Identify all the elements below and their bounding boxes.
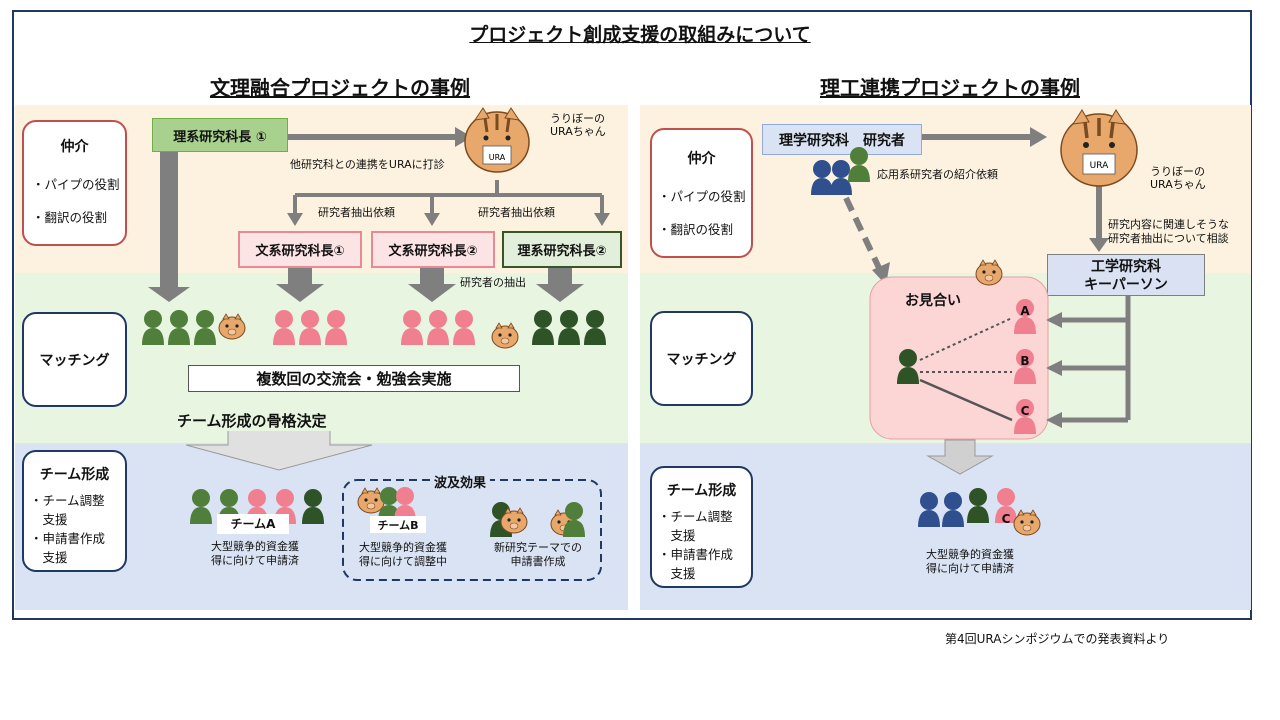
ura-badge-left: URA bbox=[489, 153, 506, 162]
omiai-box bbox=[869, 276, 1049, 440]
role-item: ・申請書作成 bbox=[658, 547, 734, 562]
omiai-label: お見合い bbox=[905, 293, 961, 309]
boar-icon bbox=[975, 259, 1003, 286]
ura-badge-right: URA bbox=[1090, 161, 1109, 171]
people-humanities-2 bbox=[401, 310, 475, 345]
team-a-label: チームA bbox=[230, 517, 276, 531]
extract-req-1: 研究者抽出依頼 bbox=[318, 206, 395, 219]
eng-keyperson: 工学研究科 キーパーソン bbox=[1047, 254, 1205, 296]
consult-label: 研究内容に関連しそうな 研究者抽出について相談 bbox=[1108, 218, 1229, 245]
arrow-head bbox=[148, 287, 190, 302]
researcher-icon bbox=[848, 147, 870, 182]
role-item: 支援 bbox=[30, 512, 68, 527]
exchange-meetings: 複数回の交流会・勉強会実施 bbox=[188, 365, 520, 392]
ripple-label: 波及効果 bbox=[430, 472, 491, 491]
role-item: ・パイプの役割 bbox=[32, 177, 120, 192]
humanities-dean-1: 文系研究科長① bbox=[238, 231, 362, 268]
skeleton-label: チーム形成の骨格決定 bbox=[173, 410, 331, 431]
role-item: 支援 bbox=[30, 550, 68, 565]
outer-frame bbox=[12, 10, 1252, 620]
arrow-head bbox=[455, 127, 472, 147]
right-role-matching: マッチング bbox=[650, 311, 753, 406]
boar-icon bbox=[491, 322, 519, 349]
role-title: チーム形成 bbox=[39, 467, 110, 483]
team-b-label: チームB bbox=[377, 519, 419, 532]
ura-mascot-label-left: うりぼーの URAちゃん bbox=[550, 112, 606, 138]
role-title: チーム形成 bbox=[666, 483, 737, 499]
people-science-left bbox=[142, 310, 216, 345]
people-science-2 bbox=[532, 310, 606, 345]
footer-source: 第4回URAシンポジウムでの発表資料より bbox=[945, 632, 1170, 646]
page-title: プロジェクト創成支援の取組みについて bbox=[469, 24, 811, 46]
role-title: マッチング bbox=[39, 352, 110, 369]
arrow-down-right bbox=[926, 439, 994, 475]
new-theme-desc: 新研究テーマでの 申請書作成 bbox=[494, 541, 582, 568]
candidate-b-label: B bbox=[1020, 354, 1030, 368]
team-member bbox=[918, 492, 940, 527]
arrow-down bbox=[276, 268, 324, 302]
role-item: ・チーム調整 bbox=[658, 509, 733, 524]
left-heading: 文理融合プロジェクトの事例 bbox=[210, 76, 470, 100]
extraction-label: 研究者の抽出 bbox=[460, 276, 526, 289]
sound-out-label: 他研究科との連携をURAに打診 bbox=[290, 158, 445, 171]
boar-icon bbox=[357, 487, 385, 514]
role-item: ・翻訳の役割 bbox=[32, 210, 108, 225]
ura-mascot-right bbox=[1060, 109, 1138, 187]
left-role-mediation: 仲介 ・パイプの役割 ・翻訳の役割 bbox=[22, 120, 127, 246]
role-item: ・チーム調整 bbox=[30, 493, 105, 508]
science-researcher: 理学研究科 研究者 bbox=[762, 124, 922, 155]
humanities-dean-2: 文系研究科長② bbox=[371, 231, 495, 268]
team-a-desc: 大型競争的資金獲 得に向けて申請済 bbox=[211, 540, 299, 567]
arrow-down bbox=[408, 268, 456, 302]
researcher-icon bbox=[811, 160, 833, 195]
role-item: ・申請書作成 bbox=[30, 531, 106, 546]
ripple-box bbox=[342, 479, 602, 581]
role-item: ・翻訳の役割 bbox=[658, 222, 734, 237]
right-heading: 理工連携プロジェクトの事例 bbox=[820, 76, 1080, 100]
arrow-down bbox=[536, 268, 584, 302]
team-member bbox=[942, 492, 964, 527]
role-item: 支援 bbox=[658, 528, 696, 543]
ura-mascot-left bbox=[464, 107, 530, 173]
team-b-desc: 大型競争的資金獲 得に向けて調整中 bbox=[359, 541, 447, 568]
candidate-a-label: A bbox=[1020, 304, 1030, 318]
role-item: 支援 bbox=[658, 566, 696, 581]
right-role-team: チーム形成 ・チーム調整 支援 ・申請書作成 支援 bbox=[650, 466, 753, 588]
extract-req-2: 研究者抽出依頼 bbox=[478, 206, 555, 219]
right-role-mediation: 仲介 ・パイプの役割 ・翻訳の役割 bbox=[650, 128, 753, 258]
dashed-arrow bbox=[843, 196, 883, 272]
skeleton-arrow bbox=[185, 429, 373, 471]
people-humanities-1 bbox=[273, 310, 347, 345]
role-title: 仲介 bbox=[60, 139, 89, 155]
right-result-desc: 大型競争的資金獲 得に向けて申請済 bbox=[926, 548, 1014, 575]
role-title: 仲介 bbox=[687, 151, 716, 167]
applied-intro-label: 応用系研究者の紹介依頼 bbox=[877, 168, 998, 181]
left-role-team: チーム形成 ・チーム調整 支援 ・申請書作成 支援 bbox=[22, 450, 127, 572]
boar-icon bbox=[218, 313, 246, 340]
team-c-label: C bbox=[1001, 512, 1011, 526]
candidate-c-label: C bbox=[1020, 404, 1030, 418]
role-title: マッチング bbox=[666, 351, 737, 368]
ura-mascot-label-right: うりぼーの URAちゃん bbox=[1150, 165, 1206, 191]
science-dean-1: 理系研究科長 ① bbox=[152, 118, 288, 152]
team-member bbox=[967, 488, 989, 523]
boar-icon bbox=[1013, 509, 1041, 536]
role-item: ・パイプの役割 bbox=[658, 189, 746, 204]
arrow-science-down bbox=[160, 152, 178, 287]
left-role-matching: マッチング bbox=[22, 312, 127, 407]
science-dean-2: 理系研究科長② bbox=[502, 231, 622, 268]
